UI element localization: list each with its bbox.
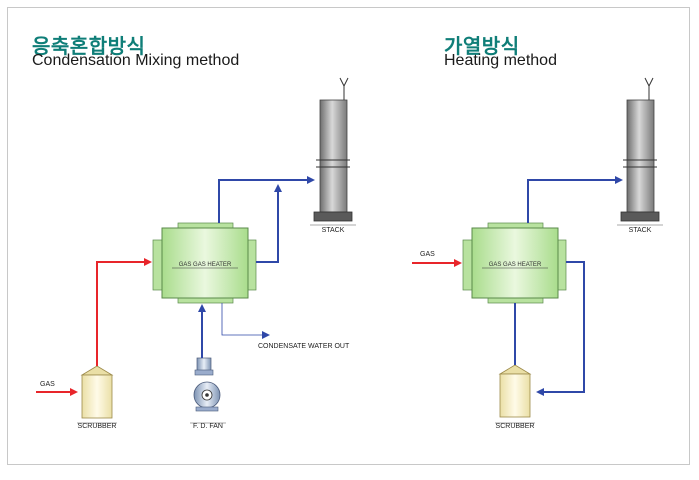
- left-scrubber-to-heater-line: [96, 258, 152, 366]
- fd-fan-label: F. D. FAN: [193, 423, 223, 430]
- right-stack: [617, 77, 663, 226]
- diagram-frame: [7, 7, 690, 465]
- right-scrubber: [495, 364, 535, 424]
- left-heater-label: GAS GAS HEATER: [179, 262, 232, 268]
- right-title-english: Heating method: [444, 52, 557, 69]
- right-scrubber-label: SCRUBBER: [496, 423, 535, 430]
- left-scrubber-label: SCRUBBER: [78, 423, 117, 430]
- right-heater-label: GAS GAS HEATER: [489, 262, 542, 268]
- left-stack: [310, 77, 356, 226]
- right-title-korean: 가열방식: [444, 34, 520, 58]
- fd-fan: [190, 357, 226, 424]
- right-gas-label: GAS: [420, 251, 435, 258]
- left-stack-label: STACK: [322, 227, 345, 234]
- left-title-english: Condensation Mixing method: [32, 52, 240, 69]
- condensate-label: CONDENSATE WATER OUT: [258, 343, 350, 350]
- left-title-korean: 응축혼합방식: [32, 34, 146, 58]
- left-gas-label: GAS: [40, 381, 55, 388]
- right-heater-to-stack-line: [527, 176, 623, 223]
- right-heater-scrubber-loop-line: [514, 261, 585, 396]
- left-scrubber: [77, 365, 117, 424]
- right-stack-label: STACK: [629, 227, 652, 234]
- left-gas-gas-heater: [152, 222, 257, 304]
- left-heater-to-stack-line: [218, 176, 315, 263]
- condensate-out-line: [221, 303, 270, 339]
- right-gas-gas-heater: [462, 222, 567, 304]
